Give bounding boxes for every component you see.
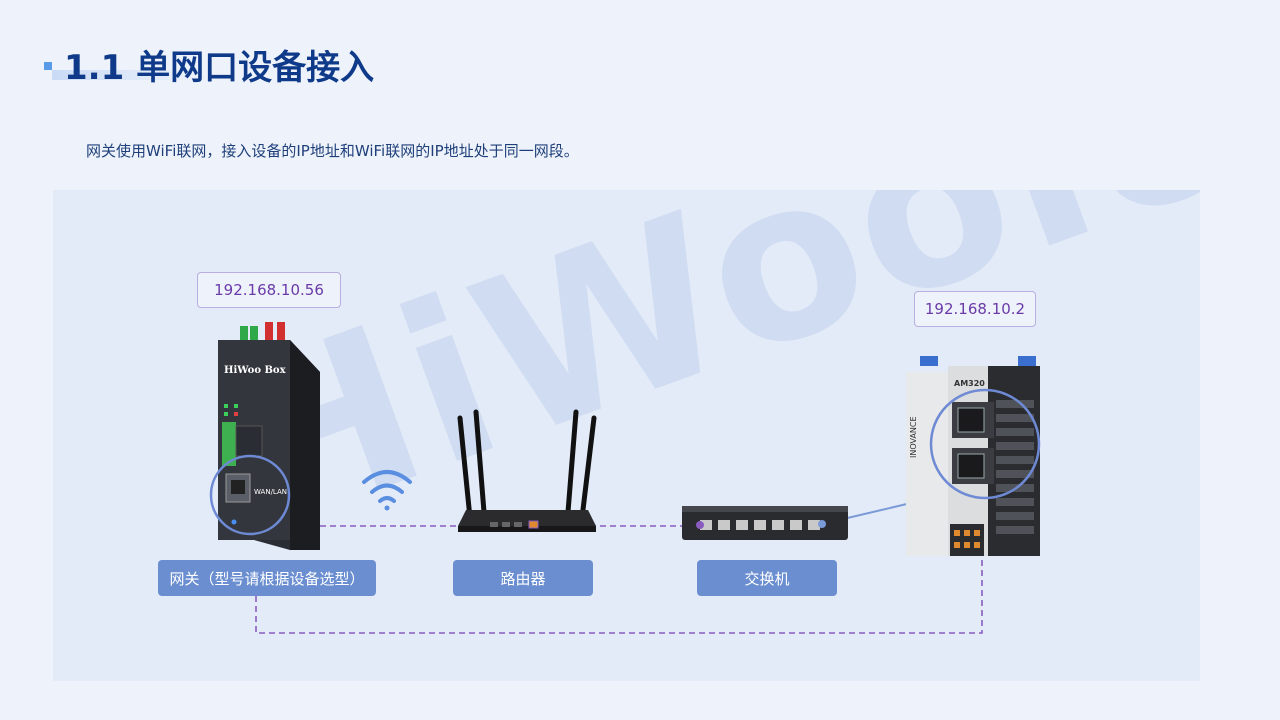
- title-marker: [44, 62, 52, 70]
- plc-port-highlight: [929, 388, 1041, 500]
- gateway-ip: 192.168.10.56: [197, 272, 341, 308]
- plc-brand: INOVANCE: [909, 416, 918, 458]
- gateway-port-highlight: [209, 454, 291, 536]
- wifi-icon: [362, 470, 412, 511]
- page-description: 网关使用WiFi联网，接入设备的IP地址和WiFi联网的IP地址处于同一网段。: [86, 142, 579, 160]
- gateway-brand: HiWoo Box: [224, 365, 287, 376]
- page-title: 1.1 单网口设备接入: [64, 48, 375, 88]
- gateway-label: 网关（型号请根据设备选型）: [158, 560, 376, 596]
- router-device: [457, 409, 597, 532]
- switch-device: [682, 506, 848, 540]
- plc-device: INOVANCE AM320: [906, 356, 1041, 556]
- router-label: 路由器: [453, 560, 593, 596]
- title-underline: [52, 70, 202, 80]
- link-gateway-plc: [255, 548, 983, 634]
- gateway-device: HiWoo Box WAN/LAN: [209, 322, 320, 550]
- gateway-port-label: WAN/LAN: [254, 488, 287, 496]
- plc-model: AM320: [954, 379, 985, 388]
- switch-label: 交换机: [697, 560, 837, 596]
- plc-ip: 192.168.10.2: [914, 291, 1036, 327]
